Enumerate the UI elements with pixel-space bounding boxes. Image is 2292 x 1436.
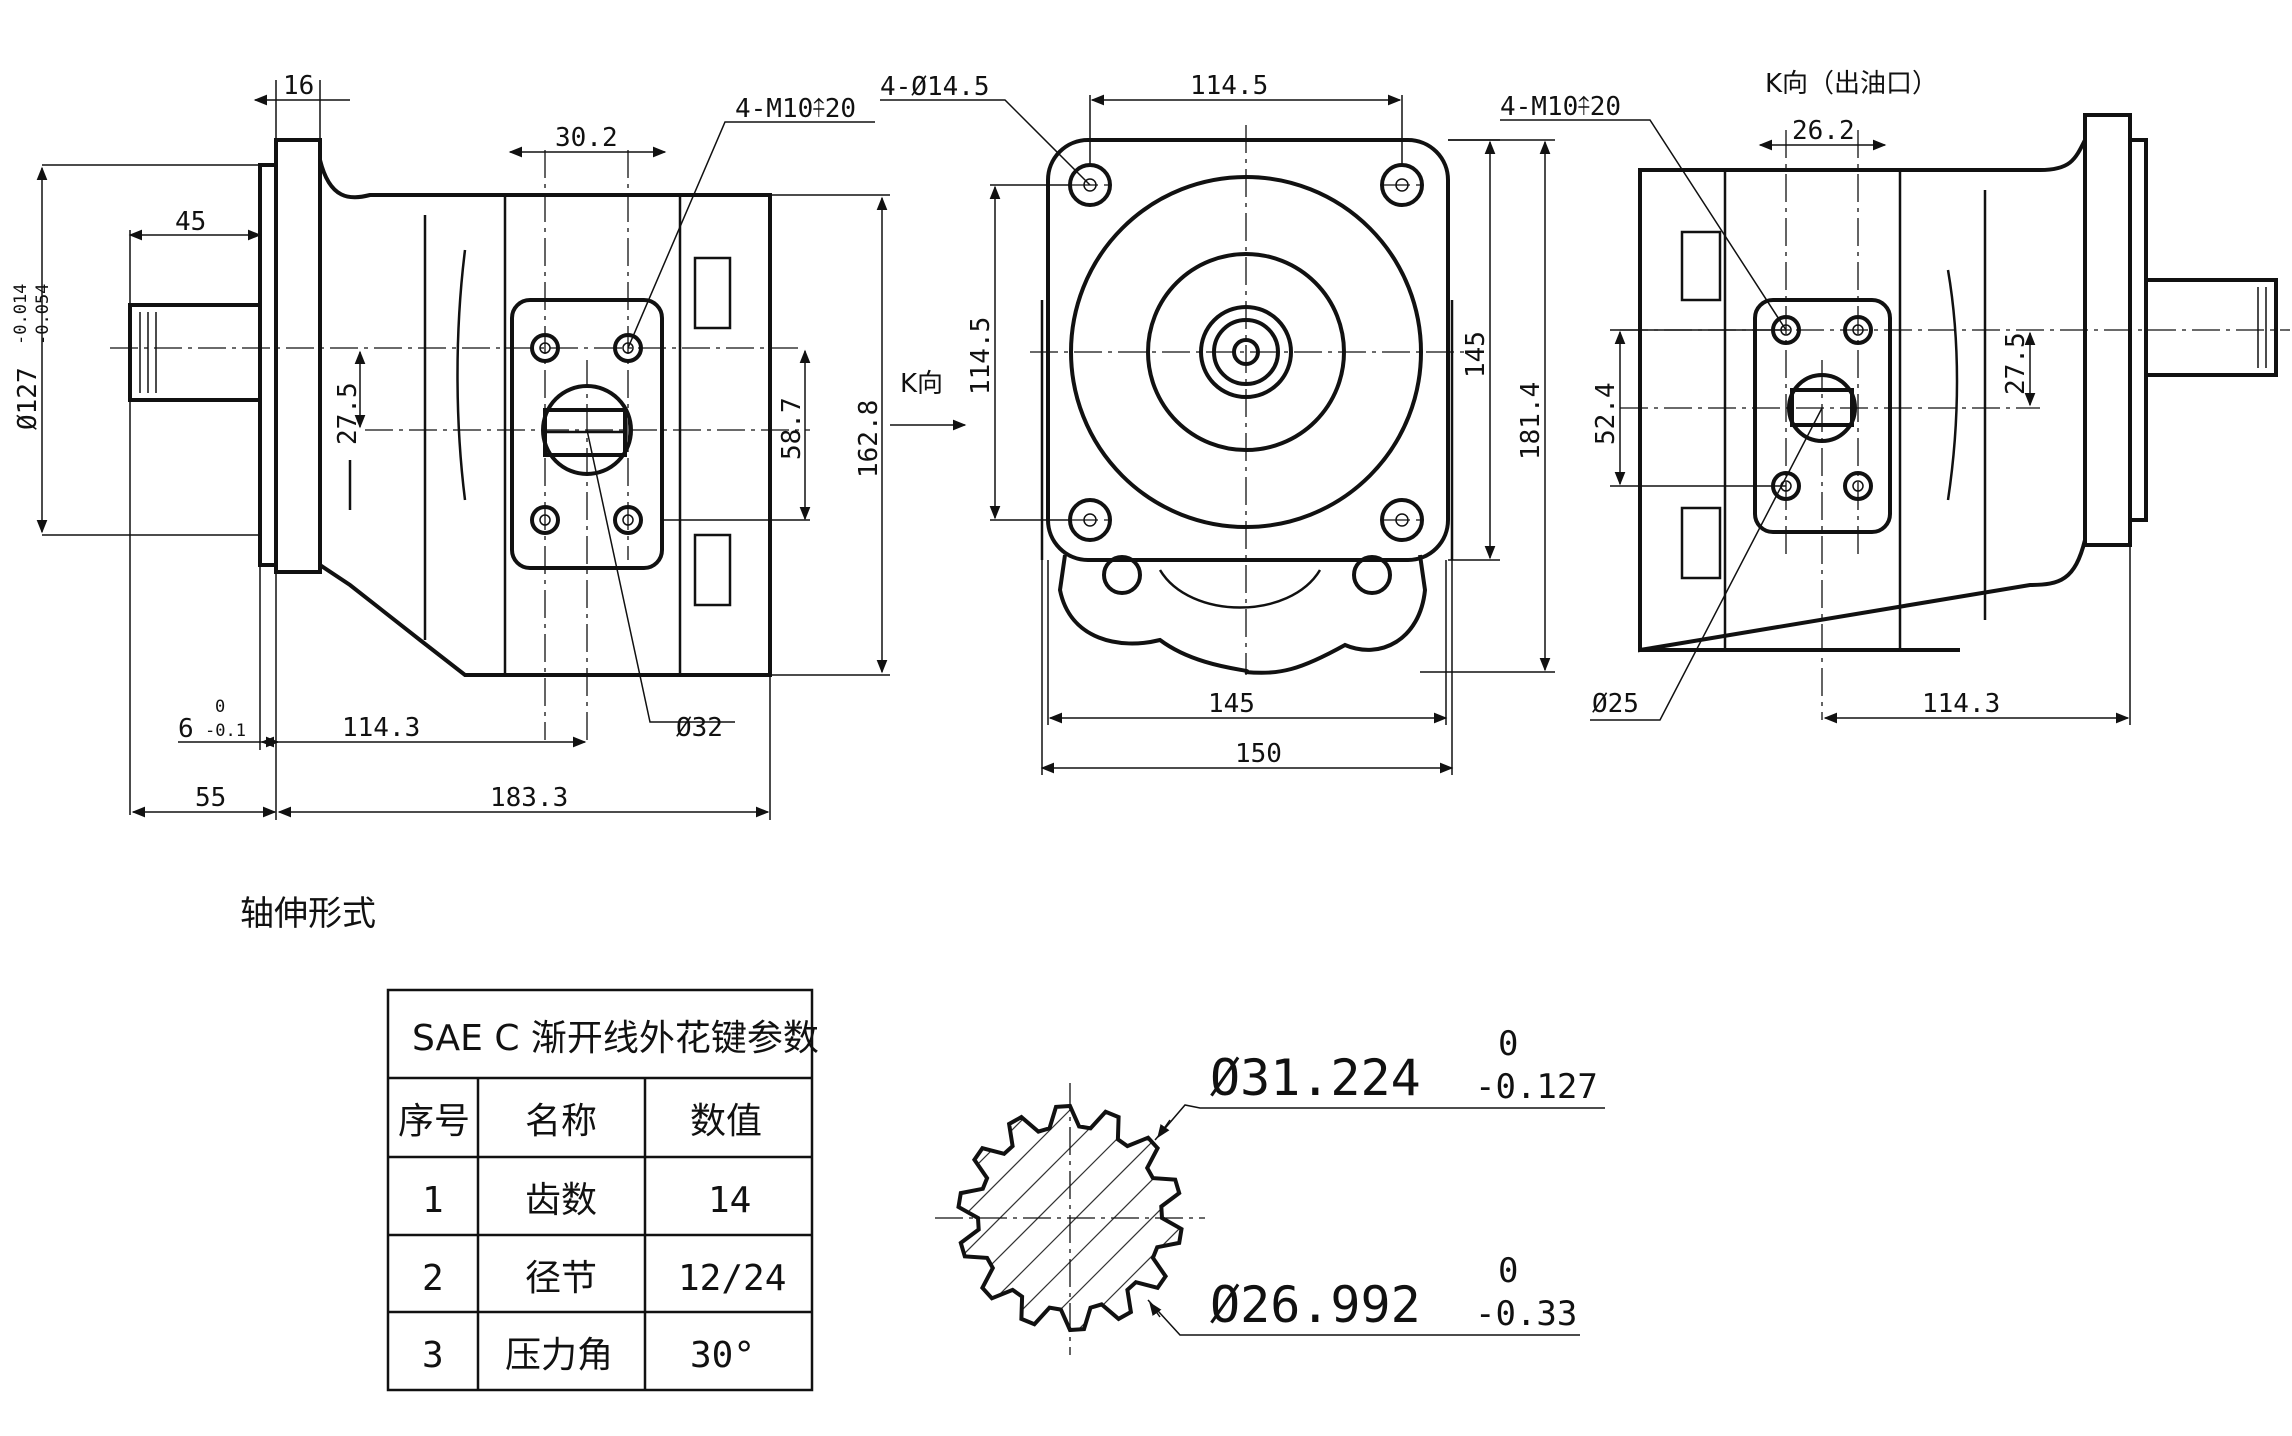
- shaft-section: 轴伸形式 SAE C 渐开线外花键参数 序号 名称 数值 1 齿数 14 2 径…: [240, 894, 1605, 1392]
- table-row-2-no: 2: [422, 1258, 444, 1299]
- middle-view: 4-Ø14.5 114.5 114.5 K向 145 181.4 145 150: [880, 71, 1555, 775]
- left-body-outline: [318, 159, 772, 677]
- spline-outline: [956, 1103, 1184, 1333]
- table-row-1-no: 1: [422, 1180, 444, 1221]
- table-row-2-name: 径节: [525, 1258, 597, 1299]
- spline-major-diameter: Ø31.224: [1210, 1049, 1421, 1107]
- dim-right-port-spacing: 26.2: [1792, 116, 1855, 146]
- table-row-3-no: 3: [422, 1335, 444, 1376]
- table-row-1-value: 14: [708, 1180, 751, 1221]
- dim-right-port-threads: 4-M10⤉20: [1500, 92, 1621, 122]
- dim-pilot-depth-tol-lower: -0.1: [205, 721, 246, 741]
- middle-flange: [1046, 138, 1450, 562]
- left-port-plate: [510, 298, 664, 570]
- table-row-1-name: 齿数: [525, 1180, 597, 1221]
- view-k-label: K向: [900, 369, 943, 399]
- dim-width-150: 150: [1235, 739, 1282, 769]
- dim-pilot-depth: 6: [178, 714, 194, 744]
- table-header-value: 数值: [690, 1101, 762, 1142]
- dim-mount-holes: 4-Ø14.5: [880, 72, 990, 102]
- dim-shaft-length: 45: [175, 207, 206, 237]
- dim-pilot-diameter: Ø127: [13, 367, 43, 430]
- dim-right-shaft-offset: 27.5: [2001, 332, 2031, 395]
- dim-pilot-tol-lower: -0.054: [33, 284, 53, 345]
- table-row-3-value: 30°: [690, 1335, 755, 1376]
- right-view-title: K向（出油口）: [1765, 69, 1938, 99]
- dim-height-145: 145: [1461, 331, 1491, 378]
- table-header-no: 序号: [398, 1101, 470, 1142]
- table-header-name: 名称: [525, 1101, 597, 1142]
- dim-pilot-tol-upper: -0.014: [11, 284, 31, 345]
- spline-minor-diameter: Ø26.992: [1210, 1276, 1421, 1334]
- table-row-3-name: 压力角: [505, 1335, 613, 1376]
- right-view: K向（出油口） 4-M10⤉20 26.2 52.4 27.5 Ø25 114.…: [1500, 69, 2290, 725]
- spline-table: SAE C 渐开线外花键参数 序号 名称 数值 1 齿数 14 2 径节 12/…: [386, 988, 819, 1392]
- dim-body-length: 183.3: [490, 783, 568, 813]
- dim-port-diameter: Ø32: [676, 713, 723, 743]
- spline-profile: [935, 1083, 1605, 1355]
- dim-height-181: 181.4: [1516, 382, 1546, 460]
- dim-hole-spacing-top: 114.5: [1190, 71, 1268, 101]
- dim-right-port-position: 114.3: [1922, 689, 2000, 719]
- right-shaft: [2144, 278, 2278, 377]
- left-flange: [274, 138, 322, 574]
- dim-port-vertical: 58.7: [777, 397, 807, 460]
- left-shaft: [128, 303, 262, 402]
- dim-right-port-diameter: Ø25: [1592, 689, 1639, 719]
- spline-minor-tol-upper: 0: [1498, 1251, 1518, 1291]
- spline-major-tol-lower: -0.127: [1475, 1067, 1598, 1107]
- dim-overall-height: 162.8: [854, 400, 884, 478]
- spline-minor-tol-lower: -0.33: [1475, 1294, 1577, 1334]
- spline-major-tol-upper: 0: [1498, 1024, 1518, 1064]
- left-view: 16 30.2 4-M10⤉20 45 Ø127 -0.014 -0.054 2…: [11, 71, 890, 820]
- table-title: SAE C 渐开线外花键参数: [412, 1018, 819, 1059]
- right-port-plate: [1753, 298, 1892, 534]
- table-row-2-value: 12/24: [678, 1258, 786, 1299]
- dim-width-145: 145: [1208, 689, 1255, 719]
- dim-pilot-depth-tol-upper: 0: [215, 697, 225, 717]
- left-pilot: [258, 163, 278, 567]
- dim-port-threads: 4-M10⤉20: [735, 94, 856, 124]
- dim-port-spacing: 30.2: [555, 123, 618, 153]
- middle-lower-body: [1057, 554, 1428, 675]
- dim-shaft-ext: 55: [195, 783, 226, 813]
- dim-flange-thickness: 16: [283, 71, 314, 101]
- dim-port-position: 114.3: [342, 713, 420, 743]
- dim-hole-spacing-side: 114.5: [966, 317, 996, 395]
- dim-right-port-vertical: 52.4: [1591, 382, 1621, 445]
- shaft-heading: 轴伸形式: [240, 894, 376, 934]
- dim-shaft-offset: 27.5: [333, 382, 363, 445]
